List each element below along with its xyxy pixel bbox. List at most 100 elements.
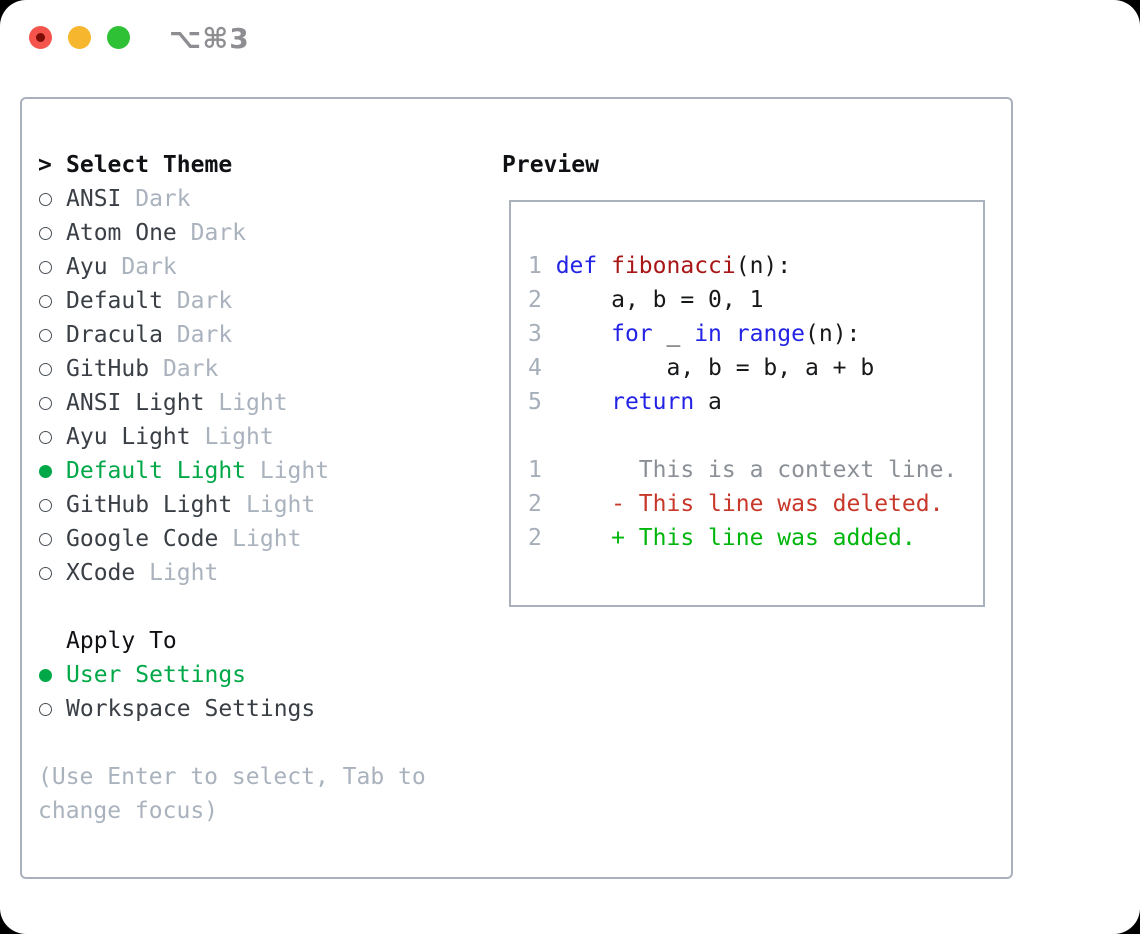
line-number: 2 (528, 525, 556, 551)
line-content: - This line was deleted. (555, 491, 944, 517)
line-content: def fibonacci(n): (555, 253, 792, 279)
apply-to-option[interactable]: Workspace Settings (38, 692, 458, 726)
preview-line: 1 def fibonacci(n): (528, 249, 983, 283)
preview-line: 1 This is a context line. (528, 453, 983, 487)
theme-variant: Light (246, 458, 330, 484)
spacer (528, 419, 983, 453)
help-text: (Use Enter to select, Tab to change focu… (38, 764, 426, 824)
spacer (38, 726, 458, 760)
theme-name: Default Light (66, 458, 247, 484)
line-number: 1 (528, 457, 556, 483)
theme-options-list: ANSI Dark Atom One Dark Ayu Dark Default… (38, 182, 458, 590)
theme-name: Atom One (66, 220, 177, 246)
theme-option[interactable]: XCode Light (38, 556, 458, 590)
minimize-button[interactable] (68, 26, 91, 49)
theme-name: ANSI Light (66, 390, 205, 416)
code-preview: 1 def fibonacci(n): 2 a, b = 0, 1 3 for … (528, 249, 983, 419)
theme-variant: Dark (162, 288, 233, 314)
spacer (38, 590, 458, 624)
theme-option[interactable]: GitHub Dark (38, 352, 458, 386)
line-number: 2 (528, 491, 556, 517)
theme-option[interactable]: GitHub Light Light (38, 488, 458, 522)
preview-header: Preview (502, 148, 599, 182)
radio-icon (38, 702, 66, 716)
theme-variant: Dark (176, 220, 247, 246)
radio-icon (38, 294, 66, 308)
preview-line: 4 a, b = b, a + b (528, 351, 983, 385)
theme-name: Google Code (66, 526, 219, 552)
theme-option[interactable]: Google Code Light (38, 522, 458, 556)
radio-icon (38, 464, 66, 478)
theme-option[interactable]: Default Light Light (38, 454, 458, 488)
apply-to-option-label: Workspace Settings (66, 696, 316, 722)
radio-icon (38, 226, 66, 240)
radio-icon (38, 430, 66, 444)
preview-line: 2 + This line was added. (528, 521, 983, 555)
theme-option[interactable]: ANSI Dark (38, 182, 458, 216)
theme-name: Ayu Light (66, 424, 191, 450)
radio-icon (38, 668, 66, 682)
line-content: This is a context line. (555, 457, 958, 483)
theme-list-column: > Select Theme ANSI Dark Atom One Dark A… (38, 148, 458, 828)
preview-label: Preview (502, 152, 599, 178)
theme-variant: Dark (149, 356, 219, 382)
titlebar: ⌥⌘3 (0, 0, 1140, 76)
apply-to-options-list: User Settings Workspace Settings (38, 658, 458, 726)
line-content: a, b = b, a + b (555, 355, 875, 381)
diff-preview: 1 This is a context line. 2 - This line … (528, 453, 983, 555)
maximize-button[interactable] (107, 26, 130, 49)
line-content: for _ in range(n): (611, 321, 861, 347)
theme-name: XCode (66, 560, 136, 586)
apply-to-option-label: User Settings (66, 662, 247, 688)
line-number: 2 (528, 287, 556, 313)
close-dot-icon (36, 33, 45, 42)
theme-variant: Light (232, 492, 316, 518)
close-button[interactable] (29, 26, 52, 49)
apply-to-header: Apply To (38, 624, 458, 658)
theme-option[interactable]: ANSI Light Light (38, 386, 458, 420)
preview-line: 3 for _ in range(n): (528, 317, 983, 351)
theme-option[interactable]: Dracula Dark (38, 318, 458, 352)
theme-option[interactable]: Ayu Light Light (38, 420, 458, 454)
line-content: + This line was added. (555, 525, 916, 551)
radio-icon (38, 328, 66, 342)
theme-name: Dracula (66, 322, 163, 348)
theme-variant: Dark (107, 254, 177, 280)
theme-variant: Light (135, 560, 219, 586)
line-content: return a (611, 389, 722, 415)
radio-icon (38, 396, 66, 410)
traffic-lights (29, 26, 130, 49)
preview-line: 2 a, b = 0, 1 (528, 283, 983, 317)
theme-variant: Light (204, 390, 288, 416)
theme-option[interactable]: Atom One Dark (38, 216, 458, 250)
preview-line: 2 - This line was deleted. (528, 487, 983, 521)
theme-option[interactable]: Ayu Dark (38, 250, 458, 284)
apply-to-option[interactable]: User Settings (38, 658, 458, 692)
preview-box: 1 def fibonacci(n): 2 a, b = 0, 1 3 for … (509, 200, 985, 607)
theme-name: GitHub (66, 356, 150, 382)
theme-name: Ayu (66, 254, 108, 280)
theme-selector-panel: > Select Theme ANSI Dark Atom One Dark A… (20, 97, 1013, 879)
theme-option[interactable]: Default Dark (38, 284, 458, 318)
select-theme-label: Select Theme (66, 152, 233, 178)
select-theme-header: > Select Theme (38, 148, 458, 182)
radio-icon (38, 498, 66, 512)
line-number: 4 (528, 355, 556, 381)
preview-line: 5 return a (528, 385, 983, 419)
theme-variant: Dark (121, 186, 191, 212)
line-content: a, b = 0, 1 (555, 287, 764, 313)
radio-icon (38, 532, 66, 546)
radio-icon (38, 260, 66, 274)
theme-name: ANSI (66, 186, 122, 212)
line-number: 1 (528, 253, 556, 279)
line-number: 5 (528, 389, 556, 415)
focus-caret-icon: > (38, 152, 52, 178)
line-number: 3 (528, 321, 556, 347)
theme-name: Default (66, 288, 163, 314)
theme-variant: Light (218, 526, 302, 552)
theme-variant: Light (190, 424, 274, 450)
theme-name: GitHub Light (66, 492, 233, 518)
window-title: ⌥⌘3 (169, 22, 250, 55)
radio-icon (38, 566, 66, 580)
